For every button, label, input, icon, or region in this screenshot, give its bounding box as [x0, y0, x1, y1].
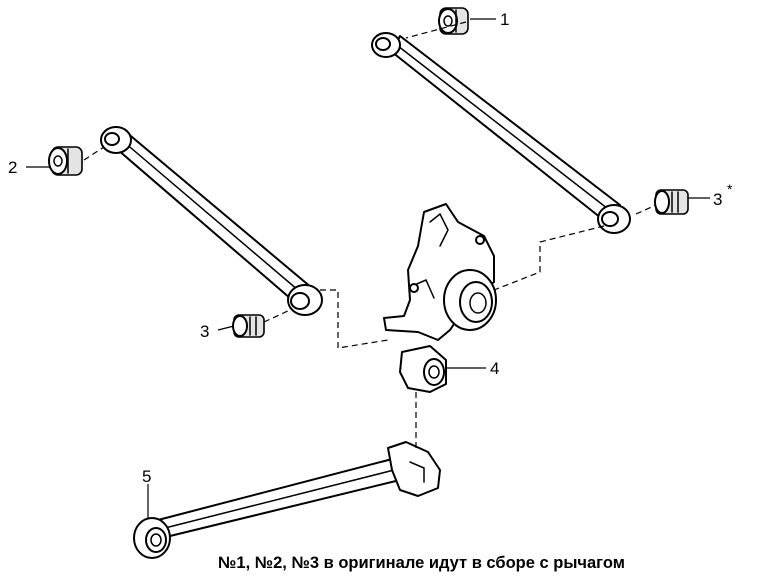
bushing-1: [438, 7, 469, 35]
bushing-3-right: [654, 189, 689, 215]
callout-4: 4: [490, 359, 499, 378]
callout-3-asterisk: *: [727, 181, 733, 197]
callout-3-right: 3: [713, 190, 722, 209]
leader-lines: [26, 18, 710, 518]
bushing-4: [399, 345, 447, 393]
callout-1: 1: [500, 10, 509, 29]
upper-left-arm: [100, 126, 323, 316]
callout-5: 5: [142, 467, 151, 486]
callout-2: 2: [8, 158, 17, 177]
assembly-note: №1, №2, №3 в оригинале идут в сборе с ры…: [218, 554, 625, 572]
assembly-lines: [83, 21, 657, 452]
upper-right-arm: [371, 32, 631, 234]
knuckle-hub: [383, 203, 497, 341]
lower-arm: [133, 441, 441, 559]
bushing-2: [48, 146, 83, 176]
bushing-3-left: [232, 314, 265, 338]
callout-3-left: 3: [200, 322, 209, 341]
